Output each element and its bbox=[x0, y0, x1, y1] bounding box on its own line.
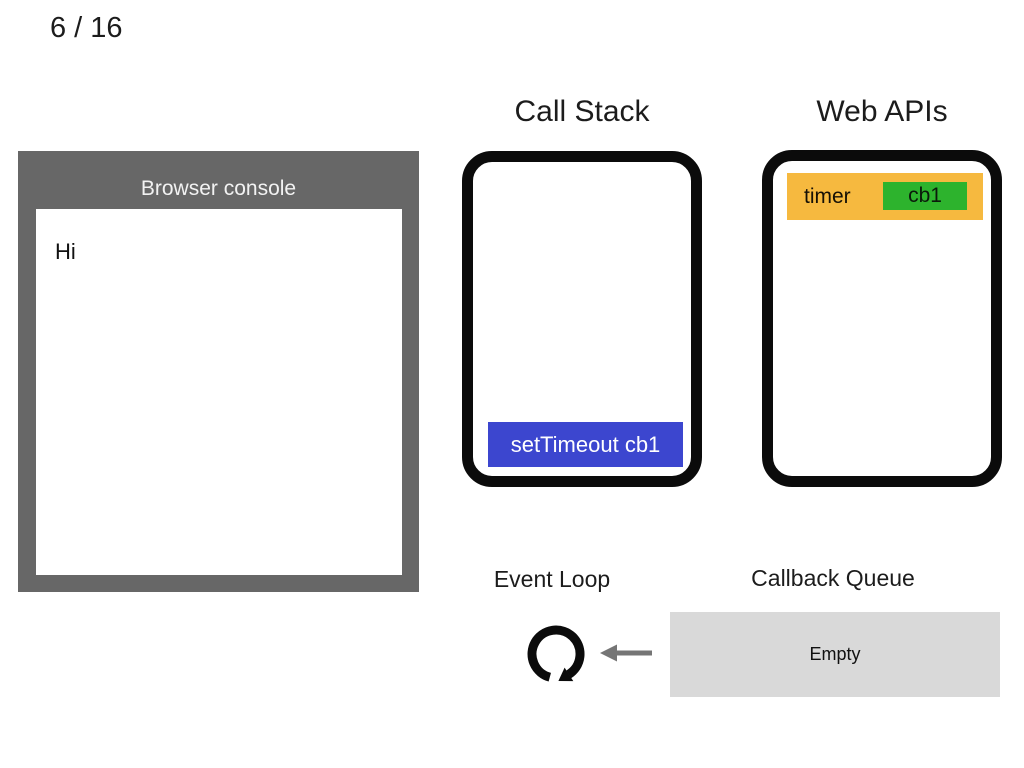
web-apis-title: Web APIs bbox=[816, 95, 948, 128]
web-api-timer-block: timer cb1 bbox=[787, 173, 983, 220]
call-stack-frame: setTimeout cb1 bbox=[488, 422, 683, 467]
callback-queue-title: Callback Queue bbox=[751, 565, 915, 591]
event-loop-title: Event Loop bbox=[493, 566, 611, 592]
console-log-line: Hi bbox=[55, 239, 76, 264]
browser-console-output: Hi bbox=[36, 209, 402, 575]
callback-queue-box: Empty bbox=[670, 612, 1000, 697]
slide-counter: 6 / 16 bbox=[50, 12, 123, 44]
call-stack-title: Call Stack bbox=[514, 95, 650, 128]
browser-console-panel: Browser console Hi bbox=[18, 151, 419, 592]
left-arrow-icon bbox=[600, 644, 652, 662]
timer-label: timer bbox=[804, 184, 851, 208]
loop-arrow-icon bbox=[527, 625, 585, 682]
timer-callback-block: cb1 bbox=[883, 182, 967, 210]
callback-queue-status: Empty bbox=[809, 644, 861, 664]
browser-console-title: Browser console bbox=[140, 177, 297, 200]
